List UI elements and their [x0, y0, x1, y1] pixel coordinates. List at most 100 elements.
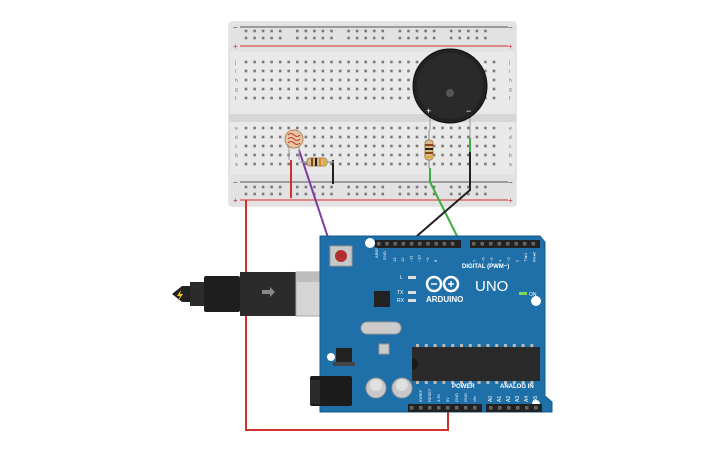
breadboard-hole[interactable] — [287, 96, 290, 100]
breadboard-hole[interactable] — [270, 87, 273, 91]
breadboard-hole[interactable] — [372, 96, 376, 100]
breadboard-hole[interactable] — [296, 96, 299, 100]
breadboard-hole[interactable] — [475, 29, 479, 33]
breadboard-hole[interactable] — [355, 29, 359, 33]
breadboard-hole[interactable] — [338, 96, 342, 100]
breadboard-hole[interactable] — [287, 126, 290, 130]
breadboard-hole[interactable] — [244, 153, 248, 157]
breadboard-hole[interactable] — [415, 135, 419, 139]
breadboard-hole[interactable] — [261, 153, 265, 157]
breadboard-hole[interactable] — [347, 29, 350, 33]
header-pin[interactable] — [489, 406, 493, 410]
breadboard-hole[interactable] — [492, 69, 496, 73]
breadboard-hole[interactable] — [381, 192, 385, 196]
breadboard-hole[interactable] — [492, 126, 496, 130]
breadboard-hole[interactable] — [304, 69, 308, 73]
header-pin[interactable] — [385, 242, 389, 246]
breadboard-hole[interactable] — [364, 60, 367, 64]
breadboard-hole[interactable] — [261, 36, 265, 40]
breadboard-hole[interactable] — [253, 162, 256, 166]
breadboard-hole[interactable] — [347, 69, 350, 73]
breadboard-hole[interactable] — [321, 153, 325, 157]
breadboard-hole[interactable] — [347, 153, 350, 157]
breadboard-hole[interactable] — [330, 192, 333, 196]
breadboard-hole[interactable] — [492, 135, 496, 139]
breadboard-hole[interactable] — [278, 29, 282, 33]
breadboard-hole[interactable] — [244, 135, 248, 139]
breadboard-hole[interactable] — [253, 60, 256, 64]
breadboard-hole[interactable] — [270, 144, 273, 148]
header-pin[interactable] — [516, 406, 520, 410]
breadboard-hole[interactable] — [338, 126, 342, 130]
breadboard-hole[interactable] — [296, 60, 299, 64]
breadboard-hole[interactable] — [270, 185, 273, 189]
breadboard-hole[interactable] — [296, 36, 299, 40]
breadboard-hole[interactable] — [244, 87, 248, 91]
header-pin[interactable] — [498, 406, 502, 410]
breadboard-hole[interactable] — [432, 36, 436, 40]
header-pin[interactable] — [418, 242, 422, 246]
breadboard-hole[interactable] — [321, 126, 325, 130]
header-pin[interactable] — [409, 242, 414, 246]
breadboard-hole[interactable] — [372, 36, 376, 40]
header-pin[interactable] — [464, 406, 468, 410]
breadboard-hole[interactable] — [278, 185, 282, 189]
breadboard-hole[interactable] — [492, 153, 496, 157]
breadboard-hole[interactable] — [390, 87, 393, 91]
breadboard-hole[interactable] — [475, 144, 479, 148]
breadboard-hole[interactable] — [467, 192, 470, 196]
breadboard-hole[interactable] — [407, 192, 410, 196]
breadboard-hole[interactable] — [492, 162, 496, 166]
breadboard-hole[interactable] — [398, 69, 402, 73]
breadboard-hole[interactable] — [484, 29, 487, 33]
breadboard-hole[interactable] — [398, 185, 402, 189]
header-pin[interactable] — [473, 406, 477, 410]
breadboard-hole[interactable] — [484, 153, 487, 157]
breadboard-hole[interactable] — [432, 162, 436, 166]
breadboard-hole[interactable] — [398, 87, 402, 91]
breadboard-hole[interactable] — [313, 78, 316, 82]
breadboard-hole[interactable] — [449, 153, 453, 157]
breadboard-hole[interactable] — [398, 78, 402, 82]
breadboard-hole[interactable] — [270, 29, 273, 33]
header-pin[interactable] — [531, 242, 536, 246]
breadboard-hole[interactable] — [304, 87, 308, 91]
breadboard-hole[interactable] — [364, 192, 367, 196]
breadboard-hole[interactable] — [296, 192, 299, 196]
breadboard-hole[interactable] — [253, 87, 256, 91]
breadboard-hole[interactable] — [432, 29, 436, 33]
breadboard-hole[interactable] — [415, 192, 419, 196]
breadboard-hole[interactable] — [424, 126, 427, 130]
breadboard-hole[interactable] — [449, 29, 453, 33]
breadboard-hole[interactable] — [467, 162, 470, 166]
piezo-buzzer[interactable]: + − — [412, 48, 488, 138]
breadboard-hole[interactable] — [261, 144, 265, 148]
breadboard-hole[interactable] — [261, 185, 265, 189]
breadboard-hole[interactable] — [492, 87, 496, 91]
breadboard-hole[interactable] — [364, 135, 367, 139]
header-pin[interactable] — [410, 406, 414, 410]
breadboard-hole[interactable] — [270, 96, 273, 100]
breadboard-hole[interactable] — [390, 153, 393, 157]
breadboard-hole[interactable] — [270, 36, 273, 40]
breadboard-hole[interactable] — [372, 87, 376, 91]
breadboard-hole[interactable] — [338, 144, 342, 148]
breadboard-hole[interactable] — [475, 185, 479, 189]
breadboard-hole[interactable] — [424, 162, 427, 166]
breadboard-hole[interactable] — [261, 126, 265, 130]
breadboard-hole[interactable] — [296, 162, 299, 166]
breadboard-hole[interactable] — [424, 135, 427, 139]
breadboard-hole[interactable] — [390, 126, 393, 130]
breadboard-hole[interactable] — [415, 185, 419, 189]
header-pin[interactable] — [523, 242, 527, 246]
header-pin[interactable] — [497, 242, 502, 246]
breadboard-hole[interactable] — [432, 192, 436, 196]
breadboard-hole[interactable] — [296, 87, 299, 91]
breadboard-hole[interactable] — [484, 69, 487, 73]
breadboard-hole[interactable] — [313, 153, 316, 157]
breadboard-hole[interactable] — [321, 192, 325, 196]
breadboard-hole[interactable] — [313, 135, 316, 139]
breadboard-hole[interactable] — [467, 36, 470, 40]
breadboard-hole[interactable] — [372, 29, 376, 33]
breadboard-hole[interactable] — [424, 192, 427, 196]
